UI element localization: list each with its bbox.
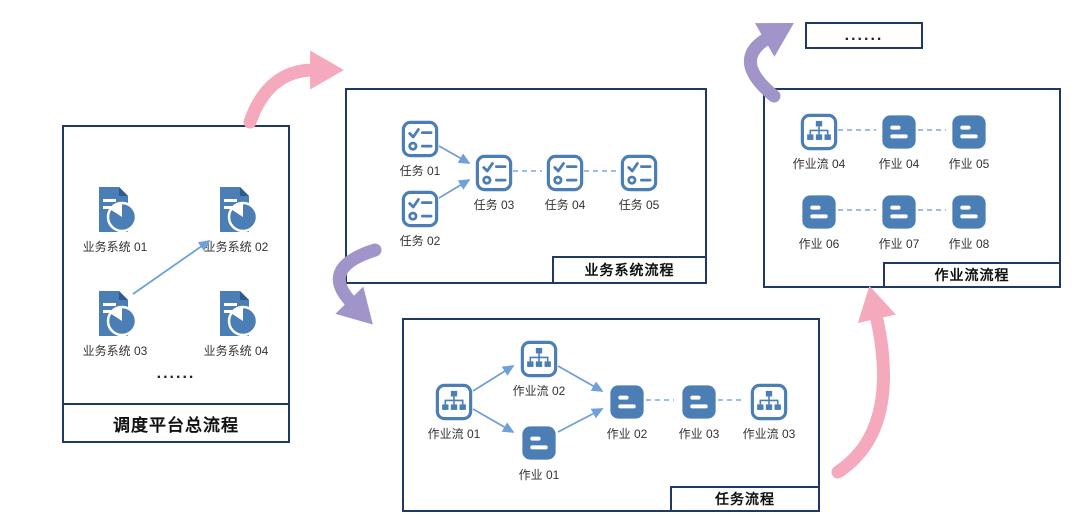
node-jobflow-02: 作业流 02	[501, 340, 577, 399]
node-task-02: 任务 02	[382, 190, 458, 249]
workflow-panel: 作业流 04 作业 04 作业 05 作业 06 作业 07 作业 08 作业流…	[763, 88, 1061, 288]
node-label: 任务 05	[618, 198, 660, 212]
node-label: 作业 04	[878, 157, 920, 171]
node-label: 作业流 01	[427, 427, 481, 441]
node-jobflow-01: 作业流 01	[416, 383, 492, 442]
doc-pie-icon	[212, 186, 260, 234]
node-job-01: 作业 01	[501, 424, 577, 483]
sitemap-icon	[800, 113, 838, 151]
list-icon	[950, 193, 988, 231]
node-task-03: 任务 03	[456, 154, 532, 213]
node-task-01: 任务 01	[382, 120, 458, 179]
list-icon	[608, 383, 646, 421]
checklist-icon	[620, 154, 658, 192]
node-business-system-03: 业务系统 03	[65, 290, 165, 359]
node-label: 任务 01	[399, 164, 441, 178]
overview-panel: 业务系统 01 业务系统 02 业务系统 03 业务系统 04 ...... 调…	[62, 125, 290, 443]
node-jobflow-03: 作业流 03	[731, 383, 807, 442]
sitemap-icon	[435, 383, 473, 421]
sitemap-icon	[520, 340, 558, 378]
node-label: 作业 03	[678, 427, 720, 441]
node-label: 作业 05	[948, 157, 990, 171]
task-panel: 作业流 01 作业流 02 作业 01 作业 02 作业 03 作业流 03 任…	[402, 318, 820, 512]
node-business-system-02: 业务系统 02	[186, 186, 286, 255]
node-label: 作业 07	[878, 237, 920, 251]
node-label: 任务 03	[473, 198, 515, 212]
doc-pie-icon	[91, 186, 139, 234]
business-panel: 任务 01 任务 02 任务 03 任务 04 任务 05 业务系统流程	[345, 88, 707, 284]
doc-pie-icon	[212, 290, 260, 338]
more-box: ......	[805, 22, 923, 49]
node-job-08: 作业 08	[931, 193, 1007, 252]
node-job-02: 作业 02	[589, 383, 665, 442]
overview-panel-title: 调度平台总流程	[64, 403, 288, 441]
node-job-03: 作业 03	[661, 383, 737, 442]
node-task-05: 任务 05	[601, 154, 677, 213]
node-job-06: 作业 06	[781, 193, 857, 252]
node-label: 任务 04	[544, 198, 586, 212]
node-job-05: 作业 05	[931, 113, 1007, 172]
node-label: 业务系统 03	[82, 344, 148, 358]
node-label: 业务系统 04	[203, 344, 269, 358]
node-label: 业务系统 01	[82, 240, 148, 254]
node-label: 作业 08	[948, 237, 990, 251]
list-icon	[520, 424, 558, 462]
list-icon	[680, 383, 718, 421]
node-business-system-01: 业务系统 01	[65, 186, 165, 255]
sitemap-icon	[750, 383, 788, 421]
checklist-icon	[546, 154, 584, 192]
node-jobflow-04: 作业流 04	[781, 113, 857, 172]
list-icon	[800, 193, 838, 231]
node-task-04: 任务 04	[527, 154, 603, 213]
doc-pie-icon	[91, 290, 139, 338]
node-label: 作业 02	[606, 427, 648, 441]
node-label: 任务 02	[399, 234, 441, 248]
workflow-panel-title: 作业流流程	[883, 262, 1061, 288]
list-icon	[950, 113, 988, 151]
node-job-07: 作业 07	[861, 193, 937, 252]
overview-ellipsis: ......	[156, 365, 196, 382]
node-job-04: 作业 04	[861, 113, 937, 172]
flow-arrow-overview-to-business	[243, 50, 344, 129]
checklist-icon	[401, 190, 439, 228]
checklist-icon	[401, 120, 439, 158]
node-label: 作业流 02	[512, 384, 566, 398]
list-icon	[880, 113, 918, 151]
node-label: 作业 01	[518, 468, 560, 482]
node-label: 作业流 04	[792, 157, 846, 171]
list-icon	[880, 193, 918, 231]
node-label: 业务系统 02	[203, 240, 269, 254]
node-business-system-04: 业务系统 04	[186, 290, 286, 359]
checklist-icon	[475, 154, 513, 192]
flow-arrow-task-to-workflow	[831, 285, 896, 479]
task-panel-title: 任务流程	[670, 486, 820, 512]
node-label: 作业流 03	[742, 427, 796, 441]
node-label: 作业 06	[798, 237, 840, 251]
business-panel-title: 业务系统流程	[552, 256, 707, 284]
